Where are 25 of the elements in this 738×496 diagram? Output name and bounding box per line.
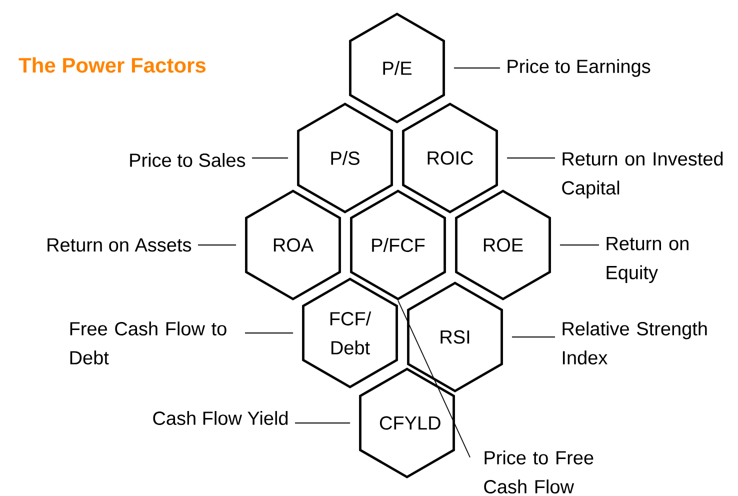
leader-line — [244, 332, 294, 334]
hexagon: FCF/ Debt — [302, 278, 398, 388]
factor-label: Return on Equity — [606, 237, 688, 283]
hexagon: RSI — [407, 282, 503, 392]
leader-line — [560, 244, 600, 246]
factor-label: Relative Strength Index — [562, 322, 707, 364]
factor-label: Return on Assets — [48, 238, 192, 252]
leader-line — [198, 244, 236, 246]
title: The Power Factors — [18, 57, 206, 73]
factor-label: Price to Free Cash Flow — [484, 450, 594, 494]
hexagon: ROE — [455, 190, 551, 300]
leader-line — [398, 300, 470, 458]
hexagon: P/E — [349, 12, 445, 124]
hexagon: ROIC — [402, 102, 498, 214]
factor-label: Price to Sales — [130, 153, 246, 167]
hexagon: CFYLD — [359, 368, 455, 478]
factor-label: Return on Invested Capital — [562, 152, 723, 198]
hexagon: P/FCF — [350, 190, 446, 300]
hexagon: ROA — [245, 190, 341, 300]
hexagon: P/S — [297, 102, 393, 214]
factor-label: Price to Earnings — [508, 59, 650, 77]
factor-label: Free Cash Flow to Debt — [70, 322, 226, 364]
leader-line — [512, 336, 556, 338]
leader-line — [294, 422, 350, 424]
factor-label: Cash Flow Yield — [153, 411, 288, 425]
